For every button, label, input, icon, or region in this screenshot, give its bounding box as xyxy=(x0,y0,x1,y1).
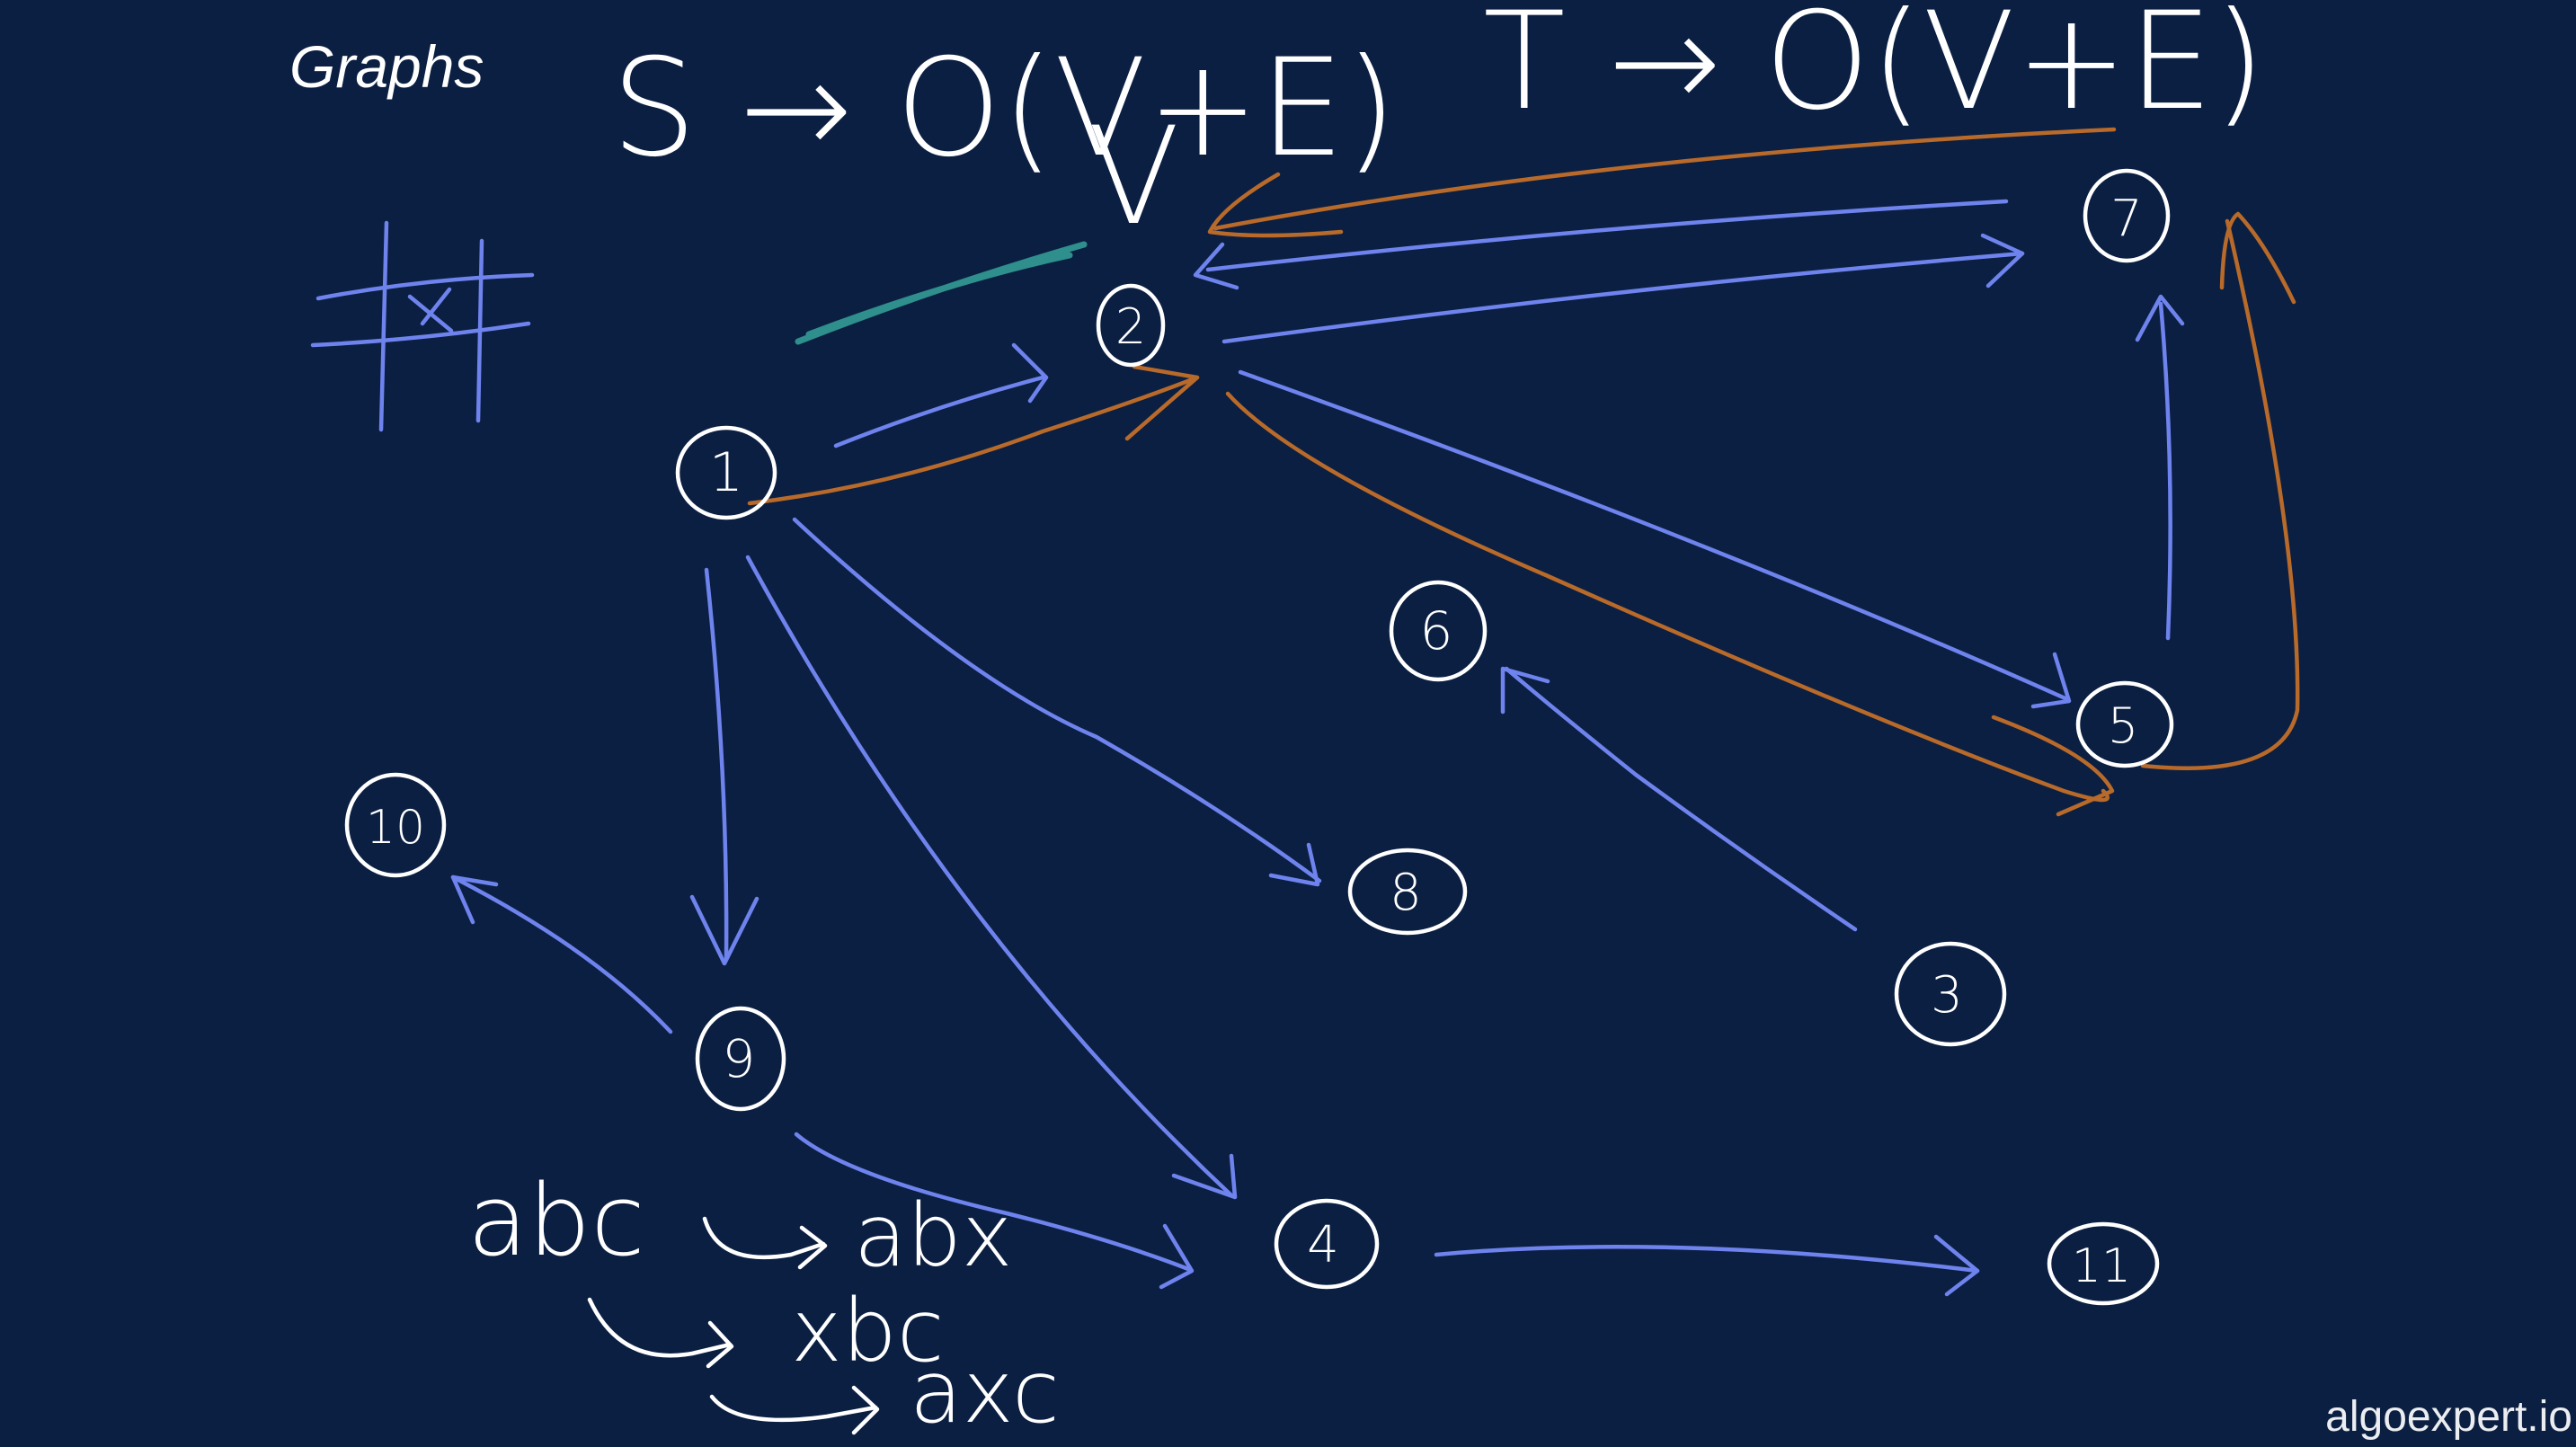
node-circle xyxy=(675,425,777,520)
grid-sketch xyxy=(310,220,535,432)
node-circle xyxy=(1389,580,1488,682)
node-label: 4 xyxy=(1307,1216,1339,1274)
node-label: 8 xyxy=(1390,864,1422,922)
space-complexity-text: S → O(V+E) xyxy=(611,31,1397,187)
node-label: 1 xyxy=(709,441,743,504)
edge-2-5-arrowhead xyxy=(2030,652,2072,709)
node-10: 10 xyxy=(344,772,447,878)
arrow-to-variant-3 xyxy=(709,1385,880,1435)
traversal-path xyxy=(747,127,2300,817)
node-label: 2 xyxy=(1115,298,1146,355)
edge-9-10-arrowhead xyxy=(450,874,499,925)
node-7: 7 xyxy=(2083,168,2171,263)
arrow-to-variant-1 xyxy=(702,1216,828,1270)
edge-1-2-arrowhead xyxy=(1011,342,1049,404)
node-9: 9 xyxy=(695,1006,786,1112)
node-label: 5 xyxy=(2108,697,2138,754)
grid-cell-x-mark xyxy=(407,287,454,333)
page-title: Graphs xyxy=(289,33,484,100)
edge-3-6-arrowhead xyxy=(1500,666,1550,715)
node-label: 3 xyxy=(1931,966,1963,1025)
traversal-5-7-arrowhead xyxy=(2219,211,2296,305)
edge-2-7-arrowhead xyxy=(1980,233,2025,289)
node-3: 3 xyxy=(1894,941,2007,1047)
edge-4-11 xyxy=(1434,1245,1980,1274)
node-label: 6 xyxy=(1420,600,1453,661)
edge-9-4-arrowhead xyxy=(1159,1223,1195,1290)
edge-5-7 xyxy=(2158,301,2172,641)
arrow-to-variant-2 xyxy=(587,1297,734,1369)
node-label: 9 xyxy=(723,1028,756,1089)
grid-line xyxy=(310,321,531,348)
edge-7-2 xyxy=(1205,199,2009,272)
word-variant-3: axc xyxy=(910,1342,1060,1443)
word-variant-1: abx xyxy=(854,1185,1013,1286)
grid-line xyxy=(315,272,535,301)
edge-1-4 xyxy=(745,555,1234,1198)
edge-2-7 xyxy=(1221,251,2025,344)
node-label: 10 xyxy=(366,801,425,855)
edge-7-2-arrowhead xyxy=(1193,242,1239,290)
node-11: 11 xyxy=(2047,1221,2160,1306)
node-5: 5 xyxy=(2075,680,2174,768)
word-variant-2: xbc xyxy=(791,1281,945,1381)
edge-5-7-arrowhead xyxy=(2135,294,2185,342)
traversal-2-5 xyxy=(1225,391,2110,803)
node-circle xyxy=(2083,168,2171,263)
time-complexity-note: T → O(V+E) xyxy=(1483,0,2266,140)
traversal-7-2 xyxy=(1212,127,2117,231)
node-circle xyxy=(1347,848,1468,936)
edge-9-4 xyxy=(794,1132,1191,1272)
node-2: 2 xyxy=(1096,283,1166,368)
time-complexity-text: T → O(V+E) xyxy=(1483,0,2266,140)
traversal-2-5-arrowhead xyxy=(1991,715,2115,817)
node-8: 8 xyxy=(1347,848,1468,936)
edge-3-6 xyxy=(1504,666,1858,932)
node-circle xyxy=(2075,680,2174,768)
edge-1-9-arrowhead xyxy=(689,894,759,966)
node-circle xyxy=(1096,283,1166,368)
graph-edges xyxy=(450,199,2185,1297)
traversal-5-7 xyxy=(2140,218,2300,770)
vertex-mark: V xyxy=(1088,99,1180,255)
edge-1-8 xyxy=(792,517,1322,883)
grid-line xyxy=(378,220,389,432)
edge-2-5 xyxy=(1238,369,2070,702)
brand-watermark: algoexpert.io xyxy=(2325,1393,2572,1441)
edge-9-10 xyxy=(450,874,673,1034)
node-label: 7 xyxy=(2110,190,2143,248)
word-ladder-note: abc abx xbc axc xyxy=(467,1163,1060,1443)
node-circle xyxy=(344,772,447,878)
edge-1-8-arrowhead xyxy=(1268,842,1320,887)
node-6: 6 xyxy=(1389,580,1488,682)
traversal-1-2 xyxy=(747,375,1200,506)
graph-nodes: 1 2 3 4 5 6 7 xyxy=(344,168,2174,1306)
node-label: 11 xyxy=(2072,1239,2131,1293)
node-1: 1 xyxy=(675,425,777,520)
node-circle xyxy=(695,1006,786,1112)
node-circle xyxy=(2047,1221,2160,1306)
node-circle xyxy=(1894,941,2007,1047)
node-circle xyxy=(1274,1198,1380,1290)
traversal-7-2-arrowhead xyxy=(1207,172,1344,238)
edge-1-4-arrowhead xyxy=(1171,1153,1238,1200)
edge-4-11-arrowhead xyxy=(1933,1234,1980,1297)
edge-1-9 xyxy=(704,567,729,963)
node-4: 4 xyxy=(1274,1198,1380,1290)
space-complexity-note: S → O(V+E) xyxy=(611,31,1397,187)
edge-1-2 xyxy=(833,375,1045,448)
highlight-stroke xyxy=(795,241,1088,345)
traversal-1-2-arrowhead xyxy=(1124,364,1200,441)
word-start: abc xyxy=(467,1163,645,1278)
